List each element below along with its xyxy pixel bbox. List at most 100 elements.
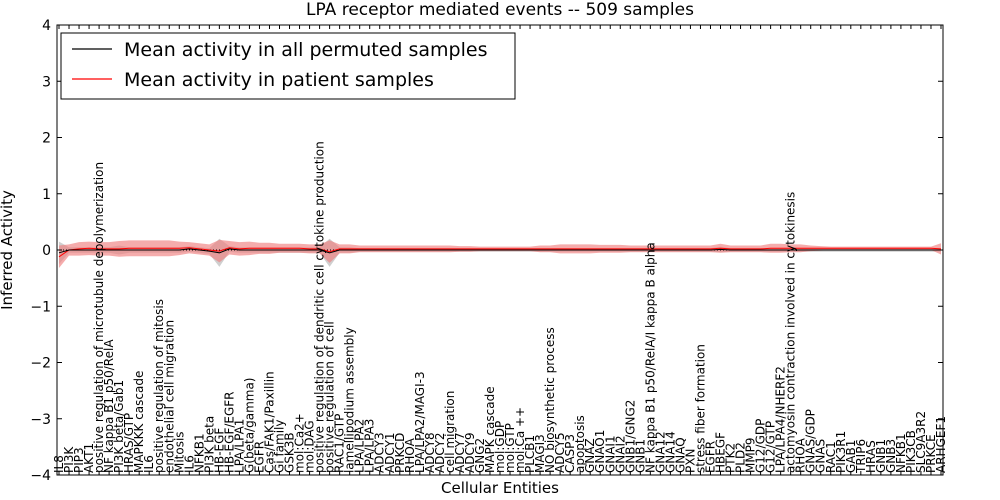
category-label: G(beta/gamma) (242, 377, 256, 472)
category-label: GAB1 (844, 440, 858, 473)
category-label: PIK3R1 (834, 431, 848, 473)
y-tick-label: −3 (30, 412, 51, 428)
y-tick-label: −2 (30, 356, 51, 372)
category-label: GNAQ (673, 437, 687, 473)
category-label: HRAS/GTP (122, 413, 136, 473)
category-label: GNG2 (473, 438, 487, 473)
legend-entry-permuted: Mean activity in all permuted samples (124, 39, 487, 61)
category-label: positive regulation of mitosis (152, 299, 166, 473)
legend-box (60, 32, 516, 100)
category-label: GNAZ (583, 438, 597, 473)
category-label: PRKCD (393, 433, 407, 473)
category-label: GNAI1 (603, 435, 617, 473)
category-label: MAGI3 (533, 434, 547, 473)
y-tick-label: −4 (30, 468, 51, 484)
category-label: ADCY1 (383, 432, 397, 473)
category-label: RHOA (794, 437, 808, 473)
category-label: LPA/LPA2 (353, 419, 367, 473)
category-label: PRKCE (924, 434, 938, 473)
category-label: RHOA (403, 437, 417, 473)
permuted-line (58, 248, 941, 254)
category-label: mol:DAG (303, 420, 317, 473)
category-label: MMP9 (744, 437, 758, 473)
category-label: ADCY2 (433, 432, 447, 473)
category-label: GNA14 (663, 431, 677, 473)
category-label: MAPKKK cascade (132, 371, 146, 473)
category-label: LPA/LPA3 (363, 419, 377, 473)
category-label: Gi family (273, 420, 287, 473)
category-label: LPA/LPA4/NHERF2 (774, 366, 788, 473)
category-label: RAC1/GTP (333, 414, 347, 473)
category-label: GNAO1 (593, 430, 607, 473)
patient-line (58, 247, 942, 258)
category-label: cell migration (443, 391, 457, 473)
category-label: mol:GDP (493, 421, 507, 473)
category-label: HBEGF (714, 432, 728, 473)
category-label: endothelial cell migration (162, 320, 176, 473)
patient-band (59, 239, 941, 268)
category-label: NF kappa B1 p50/RelA/I kappa B alpha (643, 242, 657, 473)
legend-entry-patient: Mean activity in patient samples (124, 69, 434, 91)
category-label: LPA/LPA1 (232, 419, 246, 473)
category-label: GSK3B (283, 432, 297, 473)
y-tick-label: 2 (42, 131, 51, 147)
category-label: actomyosin contraction involved in cytok… (784, 192, 798, 473)
category-label: ADCY7 (453, 432, 467, 473)
category-label: PI3K (62, 446, 76, 473)
category-label: Mitosis (172, 431, 186, 473)
category-label: TRIP6 (854, 439, 868, 474)
category-label: PLCB1 (523, 435, 537, 473)
category-label: EGFR (253, 441, 267, 473)
series-lines (58, 247, 942, 258)
category-label: ADCY3 (373, 432, 387, 473)
x-axis-title: Cellular Entities (441, 479, 559, 497)
category-label: HRAS (864, 440, 878, 473)
category-label: AKT1 (82, 443, 96, 473)
confidence-bands (59, 238, 941, 268)
category-label: ADCY8 (423, 432, 437, 473)
category-label: mol:GTP (503, 423, 517, 473)
category-label: stress fiber formation (694, 344, 708, 473)
y-axis-title: Inferred Activity (0, 190, 16, 310)
category-label: ARHGEF1 (934, 416, 948, 473)
y-tick-label: −1 (30, 299, 51, 315)
category-label: PI3K beta/Gab1 (112, 380, 126, 473)
y-tick-label: 4 (42, 18, 51, 34)
category-label: positive regulation of microtubule depol… (92, 162, 106, 473)
category-label: positive regulation of dendritic cell cy… (313, 141, 327, 473)
y-tick-label: 1 (42, 187, 51, 203)
category-label: G12/GDP (754, 419, 768, 473)
category-label: PI3K beta (202, 416, 216, 473)
category-label: NO biosynthetic process (543, 327, 557, 473)
category-label: PIP3 (72, 447, 86, 473)
category-label: PLD2 (734, 442, 748, 473)
category-label: MAPK cascade (483, 386, 497, 473)
category-label: RAC1 (824, 441, 838, 473)
y-tick-label: 3 (42, 74, 51, 90)
category-label: NFKB1 (894, 433, 908, 473)
category-label: G12/GTP (764, 421, 778, 473)
category-label: GNAS/GDP (804, 409, 818, 473)
category-label: apoptosis (573, 415, 587, 473)
category-label: ADCY9 (463, 432, 477, 473)
category-label: IL8 (52, 455, 66, 473)
category-label: PTK2 (724, 443, 738, 473)
category-label: lamellipodium assembly (343, 327, 357, 473)
category-label: positive regulation of cell (323, 321, 337, 473)
category-label: IL6 (142, 455, 156, 473)
category-label: NF kappa B1 p50/RelA (102, 339, 116, 473)
category-label: GNB1/GNG2 (623, 400, 637, 473)
legend: Mean activity in all permuted samples Me… (60, 32, 516, 100)
chart-title: LPA receptor mediated events -- 509 samp… (306, 0, 694, 20)
category-label: HB-EGF/EGFR (222, 391, 236, 473)
category-label: ADCY5 (553, 432, 567, 473)
category-label: Cas/FAK1/Paxillin (263, 371, 277, 473)
category-label: LPA/LPA2/MAGI-3 (413, 371, 427, 473)
category-label: HB-EGF (212, 428, 226, 473)
category-label: EGFR (704, 441, 718, 473)
category-label: mol:Ca ++ (513, 407, 527, 473)
x-axis (58, 25, 942, 475)
